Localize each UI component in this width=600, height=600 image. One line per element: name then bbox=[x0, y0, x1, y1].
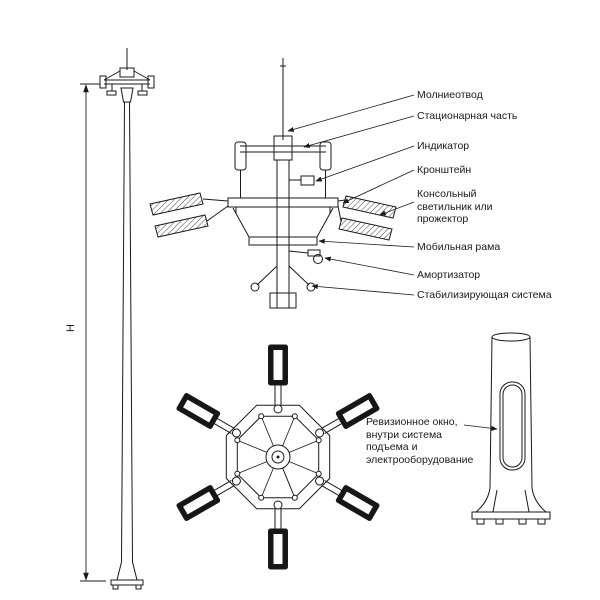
plan-arm bbox=[176, 393, 241, 438]
stationary-part-icon bbox=[234, 135, 332, 171]
callout-stationary-part: Стационарная часть bbox=[417, 110, 518, 122]
height-label: H bbox=[65, 324, 77, 332]
bracket-icon bbox=[227, 197, 339, 213]
callout-inspection-window: Ревизионное окно, внутри система подъема… bbox=[366, 416, 474, 466]
height-dimension: H bbox=[65, 83, 106, 582]
crown-detail-drawing bbox=[149, 58, 397, 309]
floodlight-icon bbox=[149, 192, 204, 216]
plan-arm bbox=[315, 476, 380, 521]
plan-arm bbox=[176, 476, 241, 521]
callout-console-luminaire: Консольный светильник или прожектор bbox=[417, 188, 493, 226]
plan-arm bbox=[268, 500, 288, 570]
pole-elevation-drawing bbox=[99, 48, 155, 590]
plan-arm bbox=[268, 344, 288, 414]
shock-absorber-icon bbox=[288, 249, 323, 264]
callout-stabilizing-system: Стабилизирующая система bbox=[417, 289, 552, 301]
indicator-icon bbox=[289, 175, 315, 186]
callout-indicator: Индикатор bbox=[417, 140, 470, 152]
callout-bracket: Кронштейн bbox=[417, 164, 472, 176]
leader-lines bbox=[287, 94, 498, 431]
mobile-frame-icon bbox=[232, 207, 334, 246]
stabilizing-system-icon bbox=[250, 265, 316, 292]
callout-mobile-frame: Мобильная рама bbox=[417, 241, 501, 253]
plan-arm bbox=[315, 393, 380, 438]
crown-plan-view-drawing bbox=[176, 344, 380, 570]
inspection-window-icon bbox=[499, 381, 526, 471]
floodlight-icon bbox=[154, 214, 209, 238]
callout-shock-absorber: Амортизатор bbox=[417, 269, 481, 281]
floodlight-icon bbox=[338, 217, 393, 241]
pole-base-detail-drawing bbox=[471, 332, 551, 525]
callout-lightning-rod: Молниеотвод bbox=[417, 89, 483, 101]
